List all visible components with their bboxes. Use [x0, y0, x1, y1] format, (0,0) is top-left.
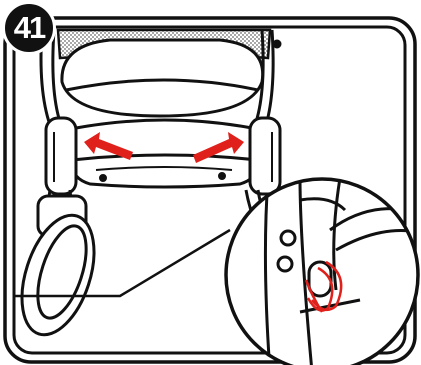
step-number: 41 [14, 10, 44, 46]
left-hinge [46, 118, 76, 194]
step-number-badge: 41 [2, 1, 56, 55]
right-hinge [250, 118, 280, 194]
zoom-detail [226, 178, 418, 365]
footrest [72, 155, 258, 187]
